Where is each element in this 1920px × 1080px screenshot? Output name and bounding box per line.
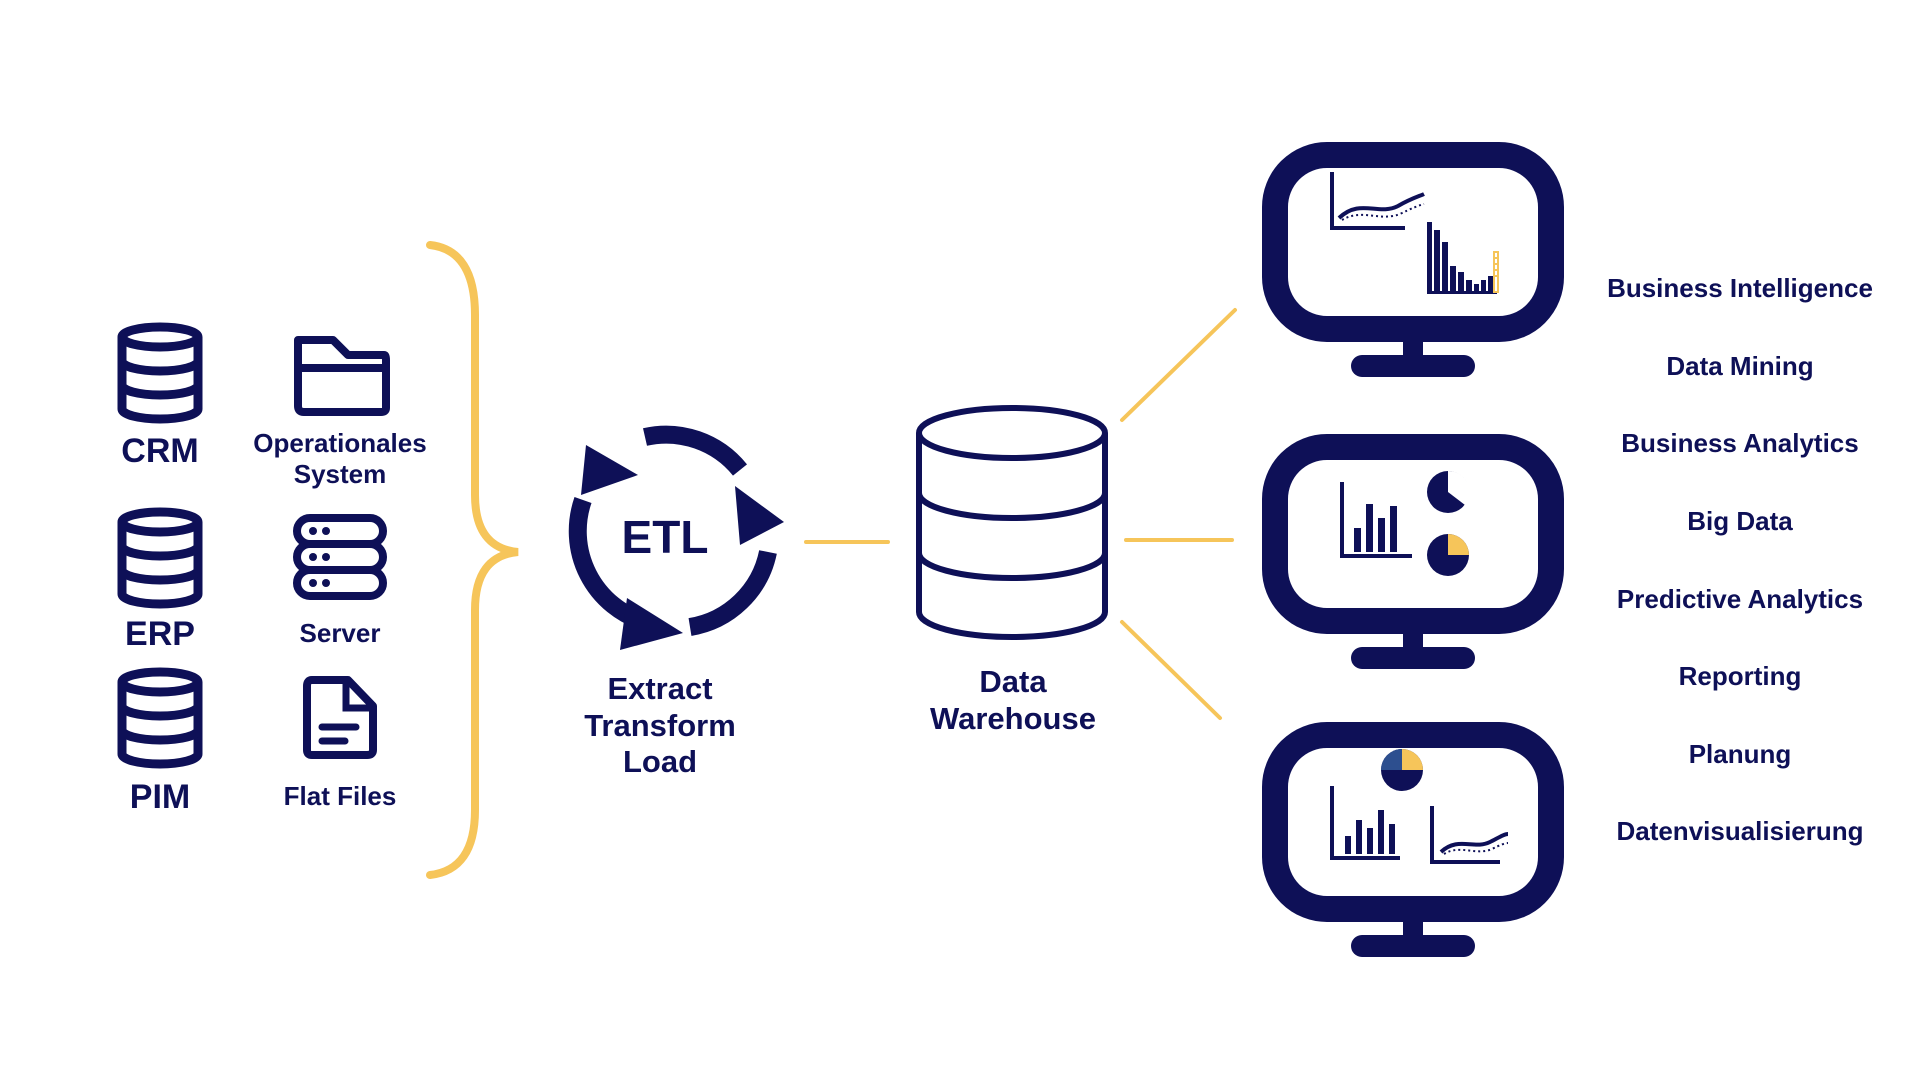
source-label-operational-system: Operationales System: [253, 428, 427, 489]
use-case-item: Data Mining: [1666, 350, 1814, 381]
server-icon: [293, 514, 387, 600]
monitor-2-icon: [1275, 447, 1551, 669]
source-label-server: Server: [299, 618, 381, 648]
use-case-item: Predictive Analytics: [1616, 583, 1864, 614]
pim-database-icon: [122, 672, 198, 764]
use-case-item: Datenvisualisierung: [1616, 816, 1864, 847]
source-label-pim: PIM: [129, 778, 191, 816]
etl-arrowheads: [581, 445, 784, 650]
use-case-item: Big Data: [1687, 506, 1793, 537]
monitor-3-icon: [1275, 735, 1551, 957]
data-warehouse-label: Data Warehouse: [930, 664, 1096, 736]
sources-brace: [426, 241, 519, 879]
data-warehouse-icon: [916, 405, 1108, 640]
connector-lines: [804, 308, 1237, 720]
source-label-erp: ERP: [125, 615, 195, 653]
etl-description: Extract Transform Load: [584, 671, 736, 780]
use-cases-list: Business Intelligence Data Mining Busine…: [1575, 250, 1905, 871]
erp-database-icon: [122, 512, 198, 604]
source-label-flat-files: Flat Files: [283, 781, 397, 811]
use-case-item: Planung: [1688, 738, 1792, 769]
use-case-item: Business Analytics: [1621, 428, 1859, 459]
use-case-item: Business Intelligence: [1607, 273, 1873, 304]
etl-label: ETL: [621, 511, 709, 563]
monitor-1-icon: [1275, 155, 1551, 377]
file-icon: [303, 676, 377, 759]
use-case-item: Reporting: [1678, 661, 1802, 692]
crm-database-icon: [122, 327, 198, 419]
source-label-crm: CRM: [121, 432, 199, 470]
folder-icon: [294, 336, 390, 416]
